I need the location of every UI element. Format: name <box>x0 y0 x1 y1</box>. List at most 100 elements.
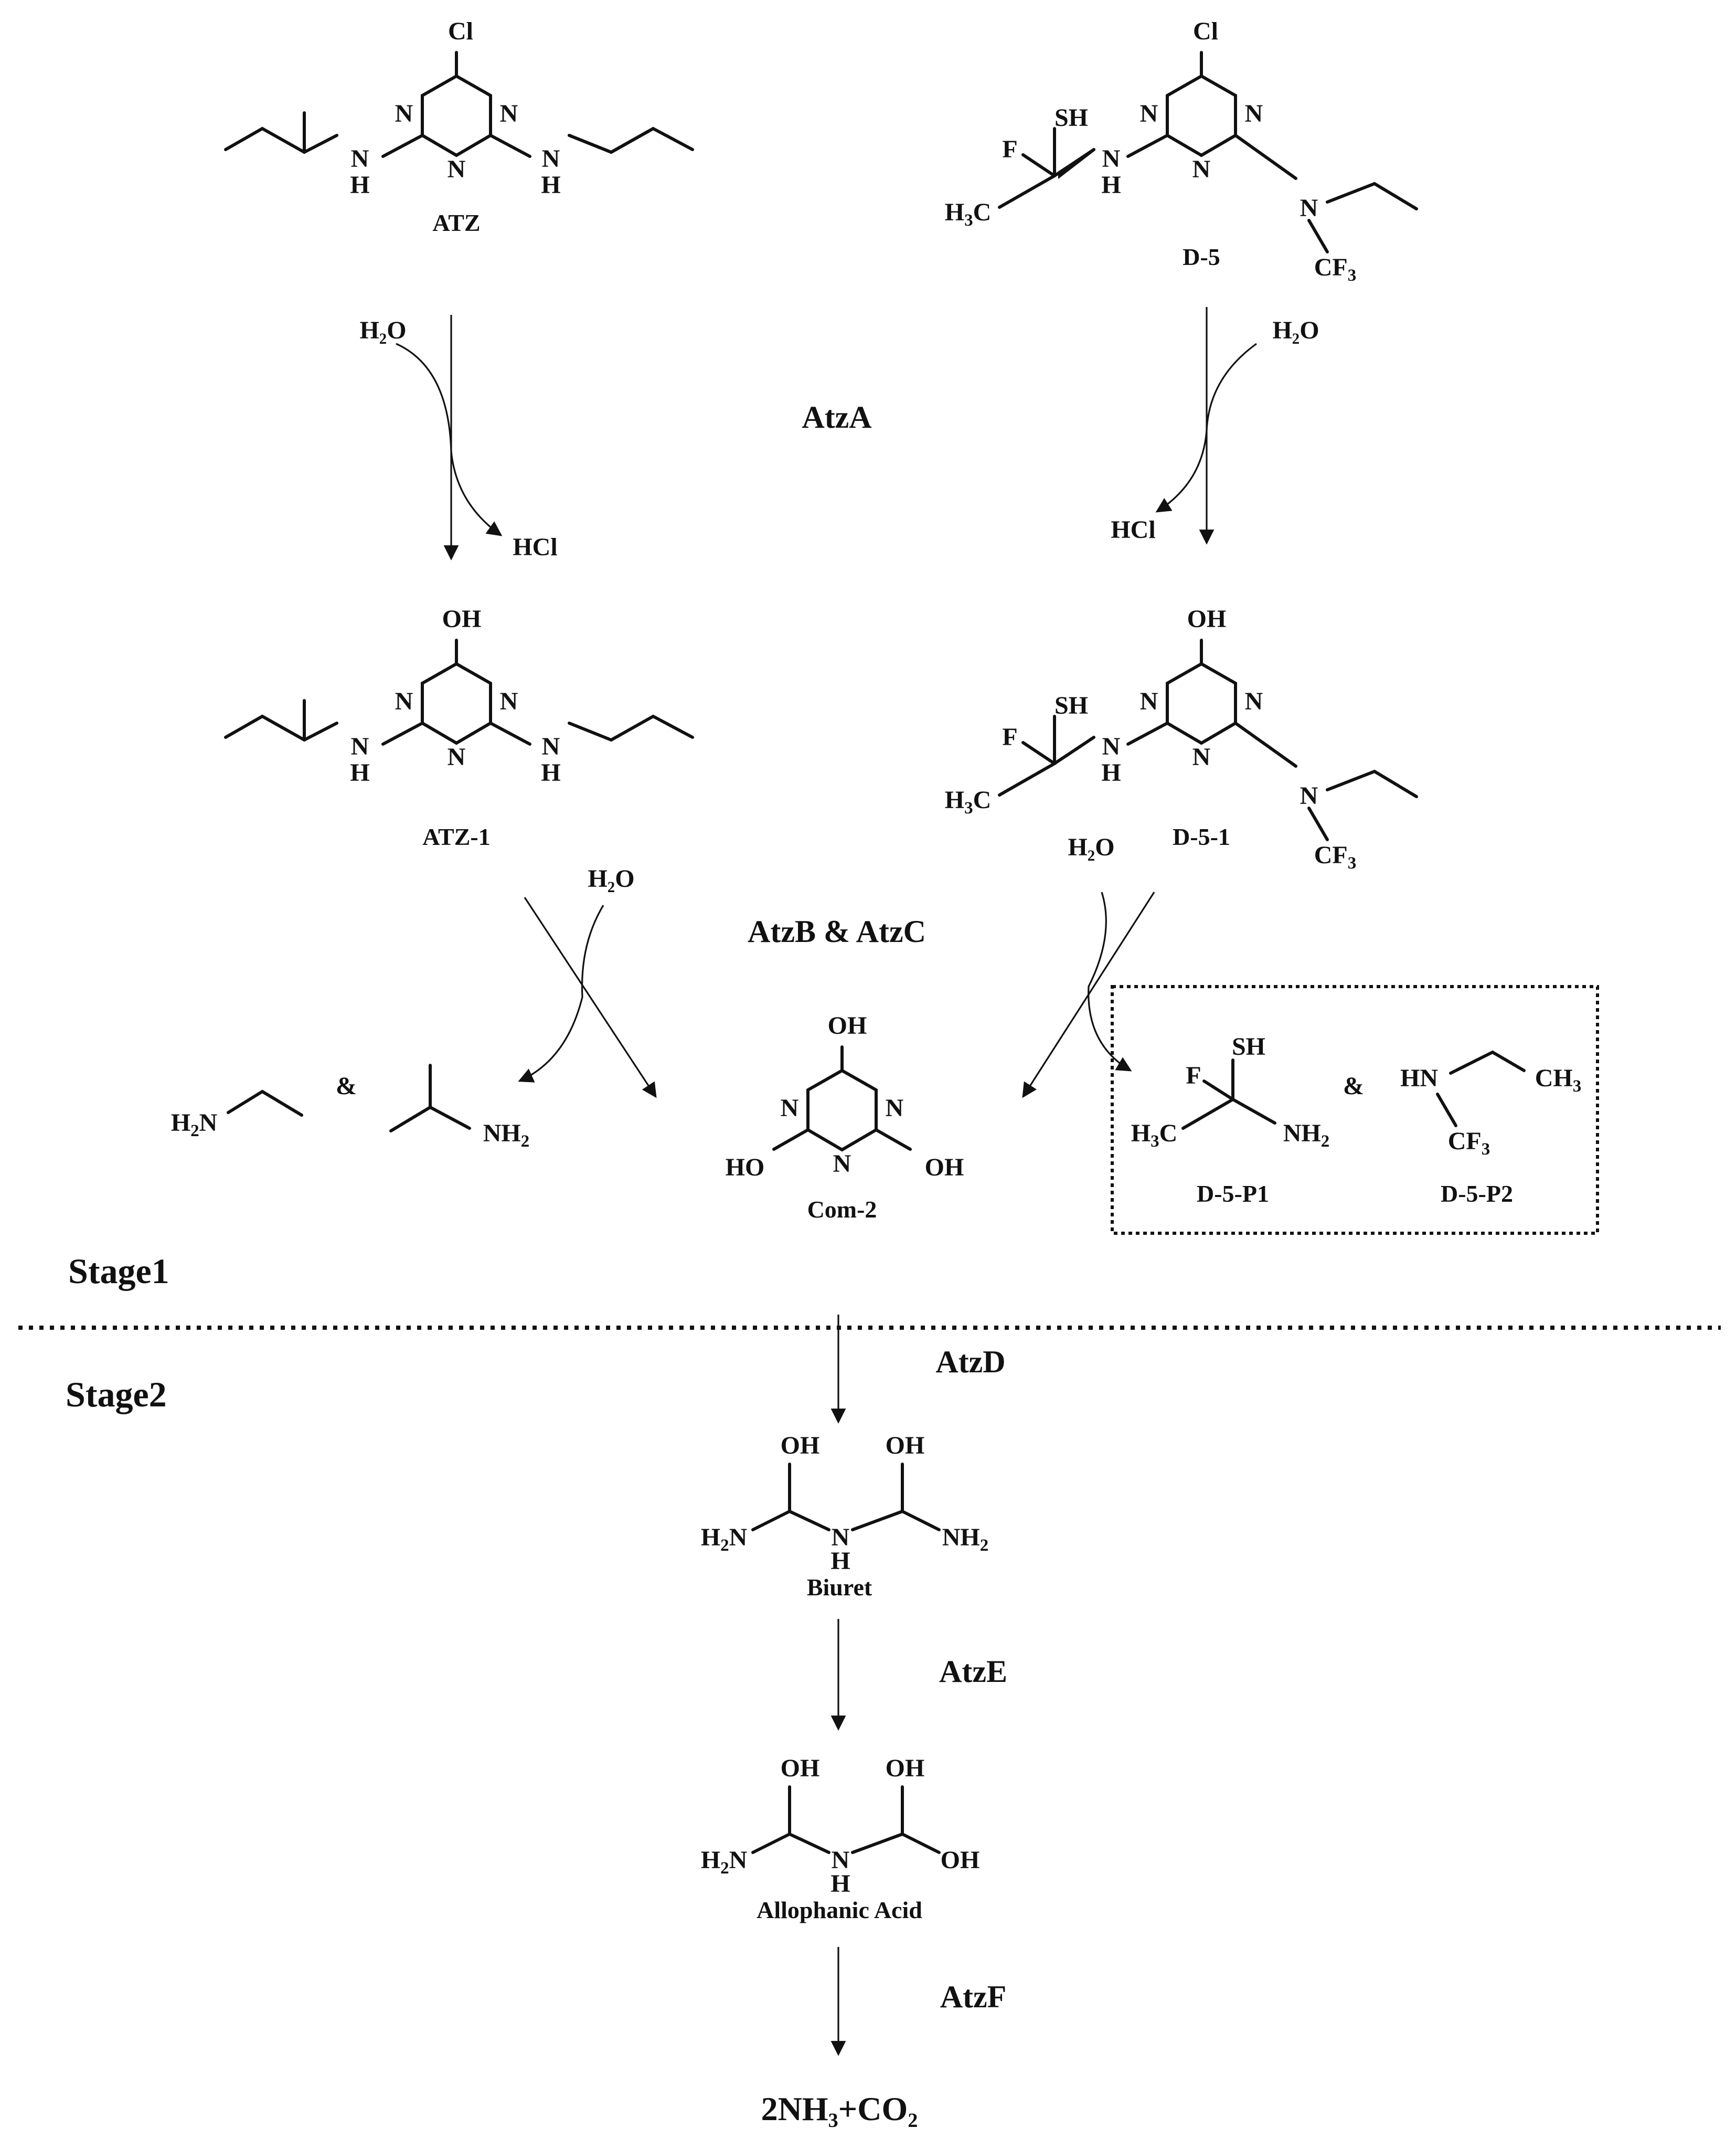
amine-nh-label: N <box>351 145 369 173</box>
ring-nitrogen-label: N <box>448 743 466 771</box>
hydroxyl-label: OH <box>442 605 482 633</box>
methyl-label: H3C <box>1131 1119 1178 1151</box>
water-label: H₂O <box>359 316 406 344</box>
ring-nitrogen-label: N <box>1140 100 1158 128</box>
amine-nh-label: N <box>351 733 369 760</box>
ring-nitrogen-label: N <box>448 155 466 183</box>
biuret-structure <box>751 1463 941 1531</box>
water-label: H₂O <box>588 865 634 893</box>
compound-label-atz: ATZ <box>432 209 480 236</box>
compound-label-atz1: ATZ-1 <box>422 823 491 850</box>
amine-h-label: H <box>541 171 560 199</box>
hydroxyl-label: OH <box>886 1432 925 1459</box>
amine-nh-label: N <box>1102 733 1121 760</box>
amine-h-label: H <box>350 759 369 787</box>
enzyme-label-atzf: AtzF <box>940 1979 1007 2014</box>
amine-nh-label: N <box>1102 145 1121 173</box>
water-label: H₂O <box>1272 316 1319 344</box>
d5p1-structure <box>1181 1058 1276 1130</box>
hcl-label: HCl <box>1111 516 1155 544</box>
hydroxyl-label: OH <box>781 1754 820 1782</box>
enzyme-label-atzd: AtzD <box>935 1344 1005 1379</box>
atz-structure <box>224 51 694 158</box>
hydroxyl-label: OH <box>1187 605 1227 633</box>
com2-structure <box>772 1045 912 1152</box>
ring-nitrogen-label: N <box>395 687 413 715</box>
ring-nitrogen-label: N <box>500 100 518 128</box>
enzyme-label-atza: AtzA <box>802 400 871 435</box>
imine-nitrogen-label: N <box>832 1846 850 1874</box>
trifluoromethyl-label: CF3 <box>1448 1127 1490 1159</box>
thiol-label: SH <box>1232 1033 1265 1061</box>
hydroxyl-label: OH <box>828 1012 867 1040</box>
ring-nitrogen-label: N <box>886 1094 904 1122</box>
amine-nh-label: N <box>542 733 560 760</box>
methyl-label: H3C <box>945 198 992 230</box>
methyl-label: CH3 <box>1535 1064 1582 1096</box>
final-products-label: 2NH₃+CO₂ <box>761 2090 918 2127</box>
ring-nitrogen-label: N <box>500 687 518 715</box>
compound-label-d51: D-5-1 <box>1173 823 1230 850</box>
amine-h-label: H <box>830 1547 850 1575</box>
amine-h-label: H <box>830 1870 850 1898</box>
compound-label-com2: Com-2 <box>807 1196 877 1223</box>
allophanic-structure <box>751 1785 941 1854</box>
compound-label-d5: D-5 <box>1183 243 1220 270</box>
amine-h-label: H <box>1101 171 1121 199</box>
compound-label-allophanic: Allophanic Acid <box>757 1897 922 1923</box>
methyl-label: H3C <box>945 786 992 818</box>
tertiary-nitrogen-label: N <box>1300 782 1318 810</box>
hydroxyl-label: OH <box>941 1846 980 1874</box>
hydroxyl-label: OH <box>781 1432 820 1459</box>
ring-nitrogen-label: N <box>781 1094 799 1122</box>
isopropylamine-label: NH2 <box>483 1119 530 1151</box>
fluorine-label: F <box>1186 1062 1201 1089</box>
secondary-amine-label: HN <box>1400 1064 1438 1092</box>
atza-arrows <box>396 307 1257 560</box>
amine-h-label: H <box>1101 759 1121 787</box>
amine-label: NH2 <box>1283 1119 1330 1151</box>
amine-h-label: H <box>350 171 369 199</box>
chlorine-label: Cl <box>448 17 473 45</box>
stage-label-1: Stage1 <box>68 1251 169 1291</box>
d5-products-box <box>1111 985 1599 1235</box>
ethylamine-label: H2N <box>171 1109 218 1140</box>
ring-nitrogen-label: N <box>1140 687 1158 715</box>
ring-nitrogen-label: N <box>1192 155 1211 183</box>
trifluoromethyl-label: CF3 <box>1314 841 1356 873</box>
tertiary-nitrogen-label: N <box>1300 194 1318 222</box>
ring-nitrogen-label: N <box>1245 100 1263 128</box>
ring-nitrogen-label: N <box>395 100 413 128</box>
d5p2-structure <box>1436 1050 1526 1127</box>
amine-nh-label: N <box>542 145 560 173</box>
fluorine-label: F <box>1002 135 1017 163</box>
stage-label-2: Stage2 <box>66 1374 167 1414</box>
compound-label-d5p1: D-5-P1 <box>1197 1180 1269 1207</box>
atz1-structure <box>224 639 694 746</box>
thiol-label: SH <box>1055 104 1088 132</box>
enzyme-label-atze: AtzE <box>939 1654 1007 1689</box>
enzyme-label-atzbc: AtzB & AtzC <box>748 914 926 949</box>
amine-h-label: H <box>541 759 560 787</box>
ring-nitrogen-label: N <box>1192 743 1211 771</box>
ring-nitrogen-label: N <box>1245 687 1263 715</box>
thiol-label: SH <box>1055 692 1088 719</box>
amine-label: H2N <box>701 1846 748 1878</box>
d5-structure <box>998 51 1418 253</box>
hydroxyl-label: HO <box>726 1153 765 1181</box>
amine-label: H2N <box>701 1523 748 1555</box>
compound-label-biuret: Biuret <box>807 1574 872 1601</box>
hydroxyl-label: OH <box>925 1153 964 1181</box>
hcl-label: HCl <box>513 533 557 561</box>
ampersand: & <box>1343 1072 1364 1100</box>
chlorine-label: Cl <box>1193 17 1218 45</box>
fluorine-label: F <box>1002 723 1017 751</box>
hydroxyl-label: OH <box>886 1754 925 1782</box>
d51-structure <box>998 639 1418 841</box>
ring-nitrogen-label: N <box>833 1150 851 1178</box>
ampersand: & <box>336 1072 357 1100</box>
imine-nitrogen-label: N <box>832 1523 850 1551</box>
atzbc-arrows <box>518 892 1155 1098</box>
amine-label: NH2 <box>942 1523 989 1555</box>
